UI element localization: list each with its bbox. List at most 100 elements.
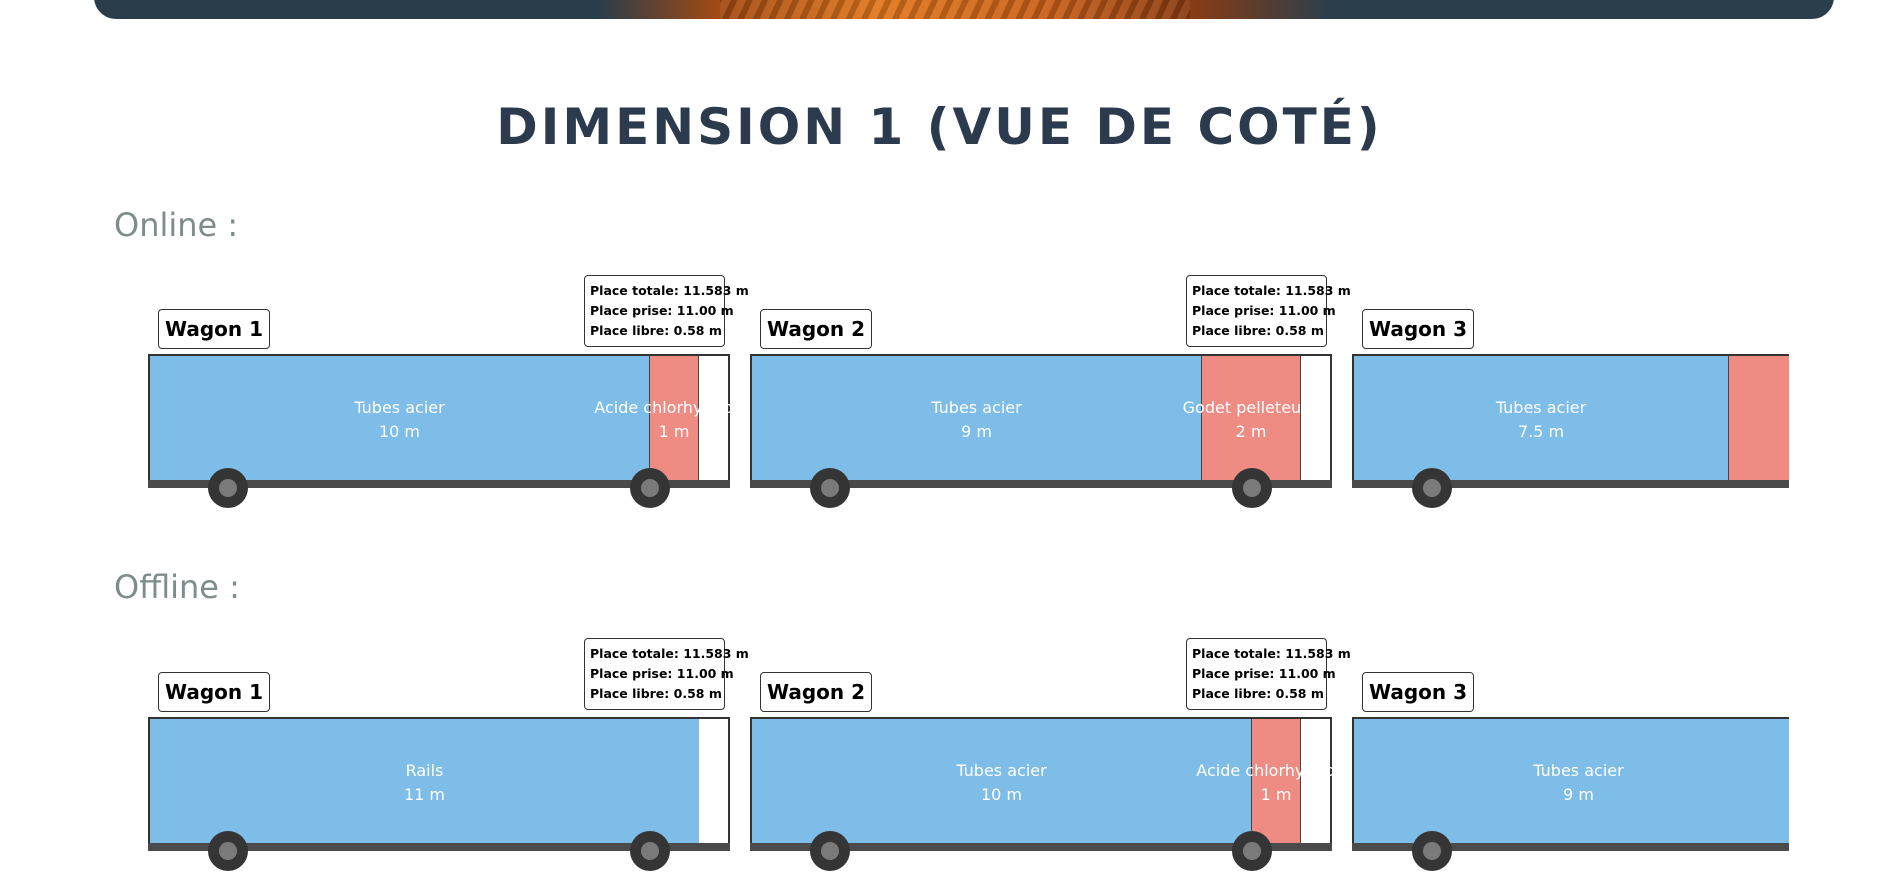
cargo-name: Tubes acier [956, 761, 1047, 780]
place-prise-label: Place prise: [590, 666, 673, 681]
wheel-icon [1232, 831, 1272, 871]
cargo-length: 11 m [403, 785, 446, 804]
cargo-segment[interactable]: Acide chlorhydrique 1 m [1196, 719, 1356, 843]
wagon-chassis [1352, 480, 1789, 488]
cargo-name: Tubes acier [354, 398, 445, 417]
place-prise-row: Place prise: 11.00 m [1192, 301, 1336, 321]
wagon-body: Rails 11 m [148, 717, 730, 845]
wheel-icon [1412, 831, 1452, 871]
wheel-icon [810, 831, 850, 871]
wagon-label: Wagon 2 [760, 309, 873, 349]
place-totale-label: Place totale: [1192, 283, 1281, 298]
wagon-label: Wagon 1 [158, 309, 271, 349]
page-title: DIMENSION 1 (VUE DE COTÉ) [496, 98, 1383, 156]
cargo-text: Tubes acier 9 m [1533, 759, 1623, 807]
place-libre-row: Place libre: 0.58 m [590, 684, 724, 704]
place-prise-value: 11.00 m [676, 303, 734, 318]
wheel-icon [810, 468, 850, 508]
wagon-label: Wagon 2 [760, 672, 873, 712]
place-libre-label: Place libre: [1192, 323, 1272, 338]
wheel-icon [630, 831, 670, 871]
wagon-label: Wagon 3 [1362, 309, 1475, 349]
wheel-icon [208, 468, 248, 508]
place-totale-row: Place totale: 11.583 m [1192, 281, 1351, 301]
place-prise-row: Place prise: 11.00 m [1192, 664, 1336, 684]
wagon-chassis [750, 843, 1332, 851]
wagon-chassis [750, 480, 1332, 488]
place-prise-label: Place prise: [1192, 303, 1275, 318]
place-libre-row: Place libre: 0.58 m [590, 321, 724, 341]
cargo-text: Tubes acier 10 m [956, 759, 1046, 807]
place-totale-row: Place totale: 11.583 m [1192, 644, 1351, 664]
wagon-body: Tubes acier 10 m Acide chlorhydrique 1 m [148, 354, 754, 482]
place-libre-row: Place libre: 0.58 m [1192, 684, 1326, 704]
online-section-label: Online : [114, 206, 239, 244]
cargo-text: Tubes acier 10 m [354, 396, 444, 444]
offline-wagon-3[interactable]: Wagon 3 Tubes acier 9 m [1352, 638, 1789, 878]
place-totale-row: Place totale: 11.583 m [590, 281, 749, 301]
cargo-segment[interactable]: Rails 11 m [150, 719, 699, 843]
wagon-label: Wagon 1 [158, 672, 271, 712]
wagon-body: Tubes acier 10 m Acide chlorhydrique 1 m [750, 717, 1356, 845]
wheel-icon [208, 831, 248, 871]
cargo-segment[interactable]: Godet pelleteuse 2 m [1183, 356, 1319, 480]
wagon-chassis [148, 480, 730, 488]
cargo-text: Acide chlorhydrique 1 m [1196, 759, 1355, 807]
place-prise-row: Place prise: 11.00 m [590, 301, 734, 321]
cargo-name: Rails [405, 761, 444, 780]
cargo-name: Tubes acier [1495, 398, 1587, 417]
cargo-length: 10 m [980, 785, 1023, 804]
cargo-segment[interactable]: Tubes [1728, 356, 1789, 480]
place-libre-value: 0.58 m [673, 686, 722, 701]
cargo-segment[interactable]: Tubes acier 9 m [1354, 719, 1789, 843]
place-libre-label: Place libre: [1192, 686, 1272, 701]
wheel-icon [1412, 468, 1452, 508]
cargo-length: 9 m [1563, 785, 1594, 804]
cargo-name: Acide chlorhydrique [1196, 761, 1356, 780]
cargo-name: Acide chlorhydrique [594, 398, 754, 417]
wheel-icon [1232, 468, 1272, 508]
place-totale-value: 11.583 m [683, 283, 749, 298]
cargo-name: Godet pelleteuse [1182, 398, 1320, 417]
place-prise-label: Place prise: [1192, 666, 1275, 681]
cargo-length: 1 m [658, 422, 690, 441]
cargo-length: 2 m [1235, 422, 1267, 441]
place-libre-label: Place libre: [590, 686, 670, 701]
place-prise-value: 11.00 m [1278, 666, 1336, 681]
cargo-text: Godet pelleteuse 2 m [1183, 396, 1320, 444]
wagon-chassis [148, 843, 730, 851]
cargo-length: 10 m [378, 422, 421, 441]
place-libre-row: Place libre: 0.58 m [1192, 321, 1326, 341]
cargo-segment[interactable]: Acide chlorhydrique 1 m [594, 356, 754, 480]
place-libre-label: Place libre: [590, 323, 670, 338]
cargo-segment[interactable]: Tubes acier 10 m [752, 719, 1251, 843]
cargo-name: Tubes acier [931, 398, 1022, 417]
place-totale-row: Place totale: 11.583 m [590, 644, 749, 664]
wagon-label: Wagon 3 [1362, 672, 1475, 712]
place-prise-row: Place prise: 11.00 m [590, 664, 734, 684]
cargo-name: Tubes acier [1533, 761, 1624, 780]
place-libre-value: 0.58 m [1275, 323, 1324, 338]
place-totale-value: 11.583 m [1285, 283, 1351, 298]
wheel-icon [630, 468, 670, 508]
place-totale-label: Place totale: [1192, 646, 1281, 661]
cargo-length: 1 m [1260, 785, 1292, 804]
cargo-segment[interactable]: Tubes acier 10 m [150, 356, 649, 480]
place-totale-value: 11.583 m [683, 646, 749, 661]
offline-section-label: Offline : [114, 568, 240, 606]
wagon-body: Tubes acier 9 m [1352, 717, 1789, 845]
